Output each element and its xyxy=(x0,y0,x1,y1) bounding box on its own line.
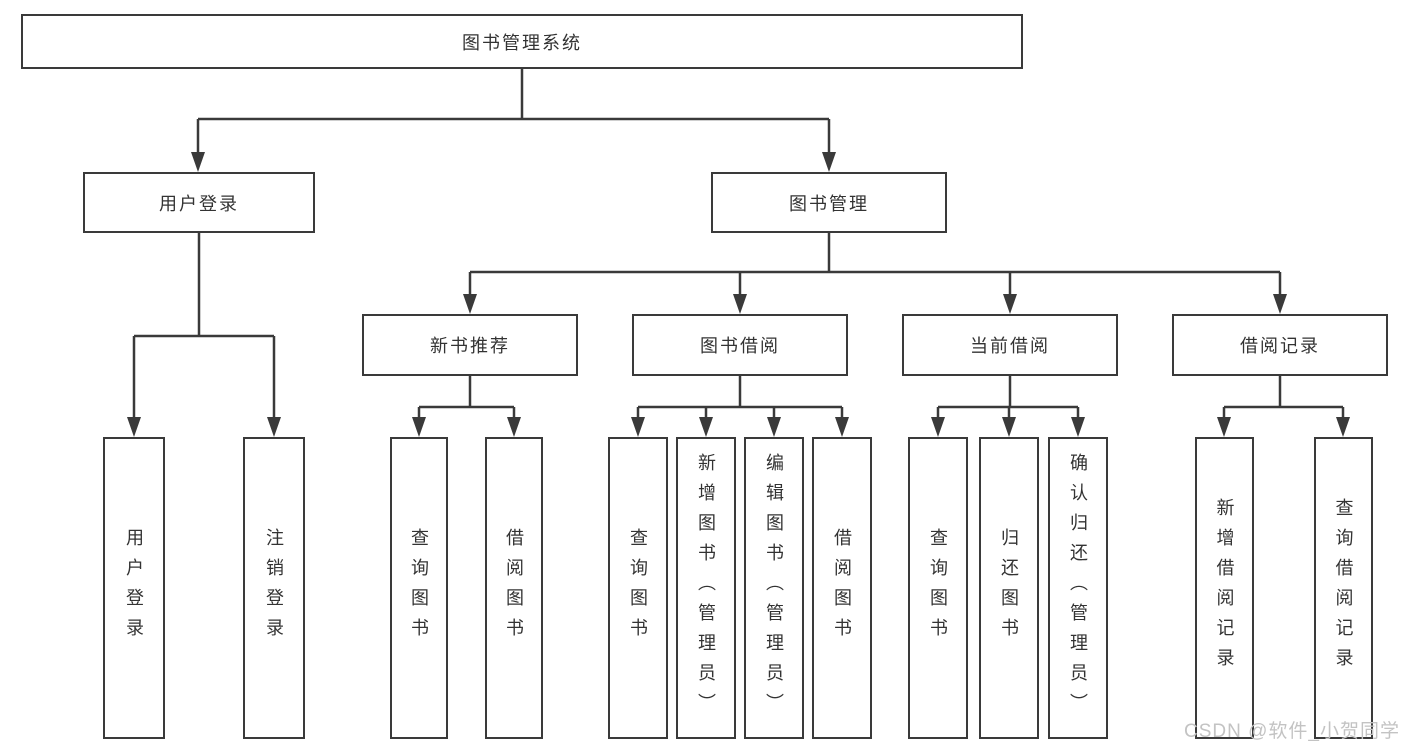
node-book-borrowing: 图书借阅 xyxy=(632,314,848,376)
node-label: 编辑图书（管理员） xyxy=(764,453,784,723)
node-label: 查询借阅记录 xyxy=(1333,498,1354,678)
node-label: 借阅图书 xyxy=(504,528,524,648)
node-label: 图书管理系统 xyxy=(462,32,582,53)
node-label: 确认归还（管理员） xyxy=(1068,453,1088,723)
node-label: 当前借阅 xyxy=(970,336,1050,356)
node-user-login-leaf: 用户登录 xyxy=(103,437,165,739)
node-label: 用户登录 xyxy=(159,193,239,214)
node-label: 新增图书（管理员） xyxy=(696,453,716,723)
node-confirm-return-admin: 确认归还（管理员） xyxy=(1048,437,1108,739)
node-user-login: 用户登录 xyxy=(83,172,315,233)
node-add-books-admin: 新增图书（管理员） xyxy=(676,437,736,739)
node-label: 图书管理 xyxy=(789,193,869,214)
node-return-books: 归还图书 xyxy=(979,437,1039,739)
node-library-management-system: 图书管理系统 xyxy=(21,14,1023,69)
node-label: 归还图书 xyxy=(999,528,1019,648)
node-query-books-borrowing: 查询图书 xyxy=(608,437,668,739)
node-label: 新书推荐 xyxy=(430,336,510,356)
node-query-borrow-record: 查询借阅记录 xyxy=(1314,437,1373,739)
node-label: 查询图书 xyxy=(628,528,648,648)
node-borrowing-records: 借阅记录 xyxy=(1172,314,1388,376)
node-borrow-books-recommend: 借阅图书 xyxy=(485,437,543,739)
csdn-watermark: CSDN @软件_小贺同学 xyxy=(1184,721,1400,742)
node-book-management: 图书管理 xyxy=(711,172,947,233)
node-edit-books-admin: 编辑图书（管理员） xyxy=(744,437,804,739)
node-borrow-books-borrowing: 借阅图书 xyxy=(812,437,872,739)
node-query-books-recommend: 查询图书 xyxy=(390,437,448,739)
connector-path xyxy=(132,69,1345,419)
node-label: 查询图书 xyxy=(409,528,429,648)
node-label: 注销登录 xyxy=(264,528,284,648)
node-new-book-recommendation: 新书推荐 xyxy=(362,314,578,376)
node-label: 查询图书 xyxy=(928,528,948,648)
node-label: 借阅记录 xyxy=(1240,336,1320,356)
node-logout: 注销登录 xyxy=(243,437,305,739)
node-label: 用户登录 xyxy=(124,528,144,648)
node-label: 图书借阅 xyxy=(700,336,780,356)
node-label: 新增借阅记录 xyxy=(1214,498,1235,678)
arrowheads xyxy=(127,152,1350,437)
node-label: 借阅图书 xyxy=(832,528,852,648)
node-current-borrowing: 当前借阅 xyxy=(902,314,1118,376)
node-query-books-current: 查询图书 xyxy=(908,437,968,739)
node-add-borrow-record: 新增借阅记录 xyxy=(1195,437,1254,739)
